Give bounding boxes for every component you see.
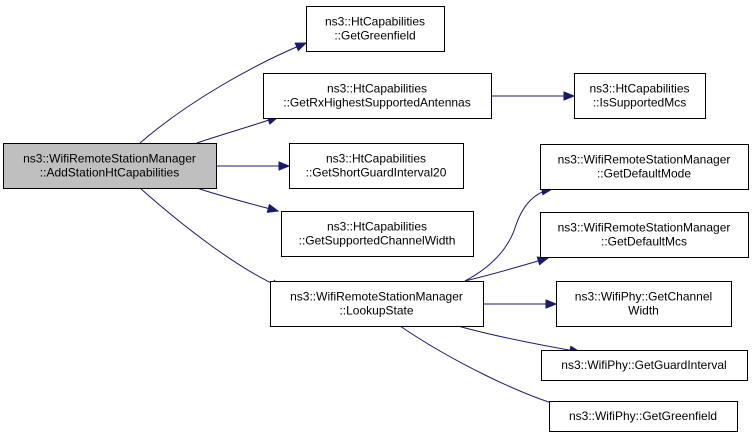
- edge-line: [196, 187, 279, 212]
- node-n-greenfield[interactable]: ns3::HtCapabilities::GetGreenfield: [306, 6, 445, 52]
- node-label-line: ns3::WifiRemoteStationManager: [558, 153, 731, 167]
- edge-line: [457, 325, 581, 353]
- node-label-line: ns3::HtCapabilities: [326, 152, 426, 166]
- edge-line: [196, 116, 279, 144]
- edge-root-to-n_lookup: [139, 187, 284, 289]
- node-n-defmode[interactable]: ns3::WifiRemoteStationManager::GetDefaul…: [540, 144, 749, 190]
- node-label-line: ns3::HtCapabilities: [327, 220, 427, 234]
- edge-n_rxhighest-to-n_issupported: [490, 91, 576, 101]
- node-label-line: ns3::HtCapabilities: [327, 82, 427, 96]
- node-box[interactable]: [306, 6, 445, 52]
- node-box[interactable]: [574, 73, 706, 119]
- node-box[interactable]: [270, 281, 484, 327]
- node-label-line: ns3::WifiPhy::GetChannel: [575, 290, 712, 304]
- node-n-shortguard[interactable]: ns3::HtCapabilities::GetShortGuardInterv…: [289, 143, 464, 189]
- node-box[interactable]: [281, 211, 474, 257]
- node-n-rxhighest[interactable]: ns3::HtCapabilities::GetRxHighestSupport…: [263, 73, 492, 119]
- node-label-line: ns3::WifiPhy::GetGuardInterval: [561, 358, 726, 372]
- edge-arrowhead: [266, 203, 280, 213]
- node-label-line: ::GetSupportedChannelWidth: [299, 234, 456, 248]
- node-box[interactable]: [556, 281, 732, 327]
- node-n-lookup[interactable]: ns3::WifiRemoteStationManager::LookupSta…: [270, 281, 484, 327]
- edge-n_lookup-to-n_defmcs: [464, 256, 550, 282]
- node-label-line: ::GetGreenfield: [334, 29, 415, 43]
- node-label-line: Width: [628, 304, 659, 318]
- node-n-defmcs[interactable]: ns3::WifiRemoteStationManager::GetDefaul…: [540, 212, 749, 258]
- node-label-line: ns3::HtCapabilities: [325, 15, 425, 29]
- node-label-line: ::IsSupportedMcs: [593, 96, 686, 110]
- edge-line: [139, 187, 283, 289]
- edge-arrowhead: [294, 42, 308, 52]
- edge-arrowhead: [278, 161, 291, 171]
- node-n-chanwidth[interactable]: ns3::HtCapabilities::GetSupportedChannel…: [281, 211, 474, 257]
- node-n-phygreen[interactable]: ns3::WifiPhy::GetGreenfield: [549, 401, 738, 432]
- edge-n_lookup-to-n_phyguard: [457, 325, 582, 355]
- edge-root-to-n_shortguard: [216, 161, 291, 171]
- node-label-line: ::GetDefaultMcs: [601, 235, 687, 249]
- node-box[interactable]: [289, 143, 464, 189]
- edge-arrowhead: [563, 91, 576, 101]
- edge-line: [139, 42, 307, 144]
- node-label-line: ns3::WifiRemoteStationManager: [558, 221, 731, 235]
- node-root[interactable]: ns3::WifiRemoteStationManager::AddStatio…: [3, 143, 217, 189]
- node-box[interactable]: [541, 350, 748, 381]
- edge-n_lookup-to-n_defmode: [464, 186, 554, 282]
- edge-root-to-n_rxhighest: [196, 115, 280, 144]
- node-n-phyguard[interactable]: ns3::WifiPhy::GetGuardInterval: [541, 350, 748, 381]
- node-label-line: ::AddStationHtCapabilities: [40, 166, 179, 180]
- node-label-line: ::GetDefaultMode: [597, 167, 691, 181]
- edge-line: [464, 188, 553, 282]
- call-nodes: ns3::WifiRemoteStationManager::AddStatio…: [3, 6, 749, 432]
- edge-arrowhead: [545, 299, 558, 309]
- node-label-line: ns3::WifiRemoteStationManager: [23, 152, 196, 166]
- node-box[interactable]: [549, 401, 738, 432]
- node-box[interactable]: [540, 212, 749, 258]
- node-label-line: ns3::WifiPhy::GetGreenfield: [569, 409, 717, 423]
- edge-line: [464, 257, 549, 282]
- node-label-line: ns3::WifiRemoteStationManager: [290, 290, 463, 304]
- edge-root-to-n_greenfield: [139, 42, 308, 144]
- node-label-line: ::GetShortGuardInterval20: [306, 166, 447, 180]
- edge-n_lookup-to-n_phychan: [482, 299, 558, 309]
- node-label-line: ::GetRxHighestSupportedAntennas: [283, 96, 470, 110]
- node-label-line: ::LookupState: [339, 304, 413, 318]
- node-box[interactable]: [540, 144, 749, 190]
- edge-root-to-n_chanwidth: [196, 187, 280, 213]
- node-box[interactable]: [263, 73, 492, 119]
- node-n-issupported[interactable]: ns3::HtCapabilities::IsSupportedMcs: [574, 73, 706, 119]
- edge-arrowhead: [536, 256, 550, 266]
- node-label-line: ns3::HtCapabilities: [589, 82, 689, 96]
- node-box[interactable]: [3, 143, 217, 189]
